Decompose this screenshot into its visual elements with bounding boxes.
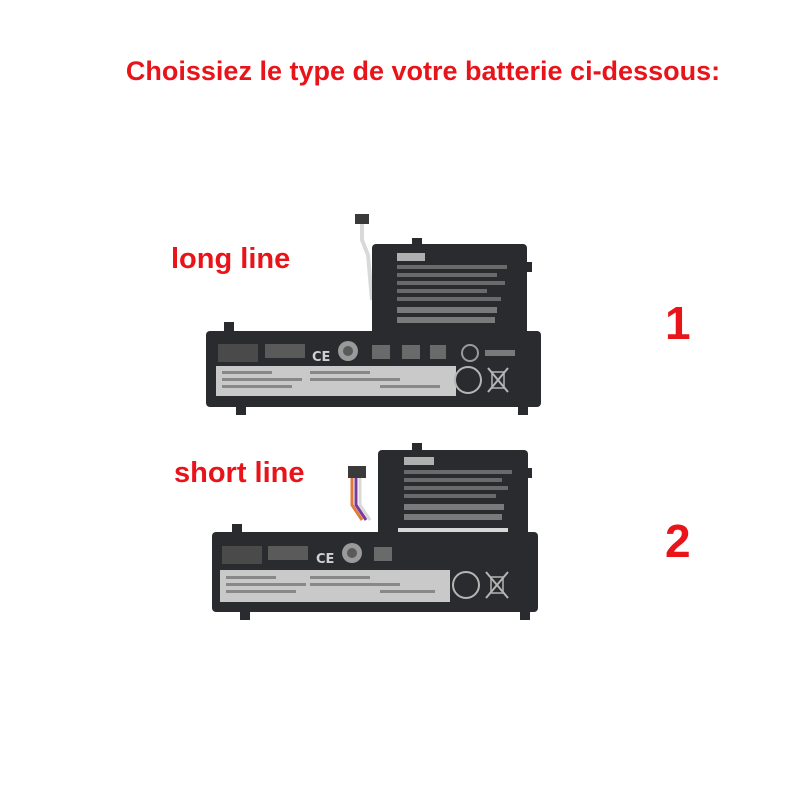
option-label-long-line: long line xyxy=(171,243,291,275)
page-title: Choissiez le type de votre batterie ci-d… xyxy=(125,56,721,86)
battery-1-connector-plug xyxy=(355,214,369,224)
svg-text:CE: CE xyxy=(312,350,330,365)
option-number-1: 1 xyxy=(665,297,691,349)
option-label-short-line: short line xyxy=(174,457,305,489)
battery-1-connector-wire xyxy=(360,222,374,301)
battery-1-group: CE xyxy=(206,214,541,415)
recycle-icon xyxy=(454,366,482,394)
option-number-2: 2 xyxy=(665,515,691,567)
